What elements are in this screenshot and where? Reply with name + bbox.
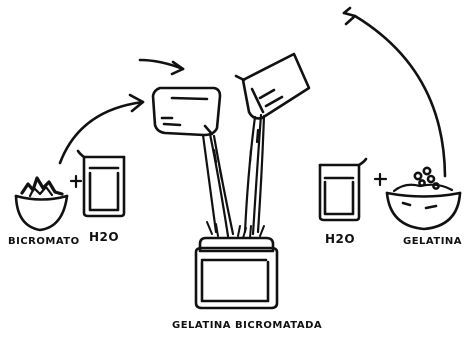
small-arrow-icon [140,60,183,74]
big-curved-arrow-icon [344,8,445,176]
tilted-beaker-right-icon [236,54,309,118]
water-beaker-right-icon [320,159,366,220]
water-right-label: H2O [325,232,355,246]
result-jar-icon [196,238,277,308]
bichromate-bowl-icon [16,178,67,230]
result-label: GELATINA BICROMATADA [172,320,322,331]
curved-arrow-icon [60,95,143,163]
water-beaker-left-icon [78,151,124,216]
tilted-beaker-left-icon [153,88,220,135]
bichromate-label: BICROMATO [8,236,80,247]
plus-icon-right [375,174,386,185]
plus-icon [71,176,81,187]
gelatin-label: GELATINA [403,236,462,247]
water-left-label: H2O [89,230,119,244]
gelatin-bowl-icon [387,168,460,229]
